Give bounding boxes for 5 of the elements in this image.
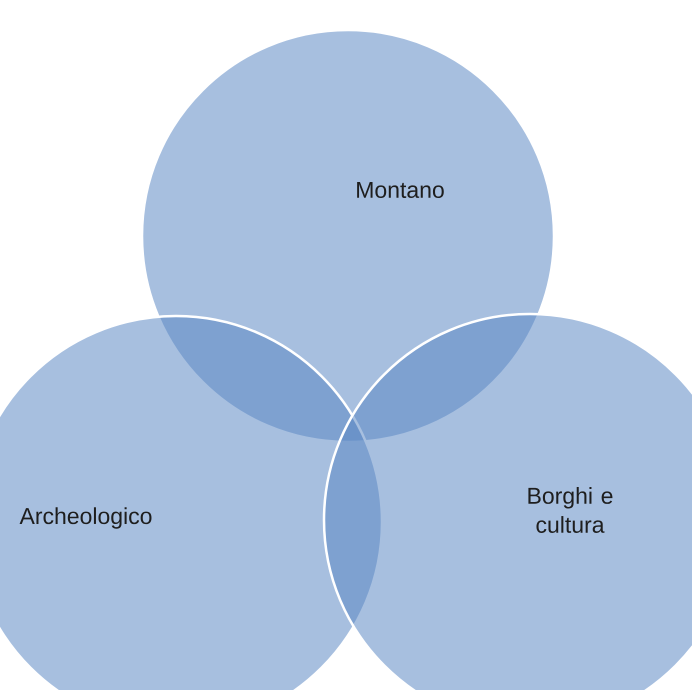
venn-circle bbox=[0, 314, 384, 690]
venn-circle bbox=[322, 312, 692, 690]
circle-label: Borghi e cultura bbox=[528, 487, 612, 533]
circle-label: Montano bbox=[357, 182, 444, 198]
circle-label: Archeologico bbox=[20, 507, 152, 529]
